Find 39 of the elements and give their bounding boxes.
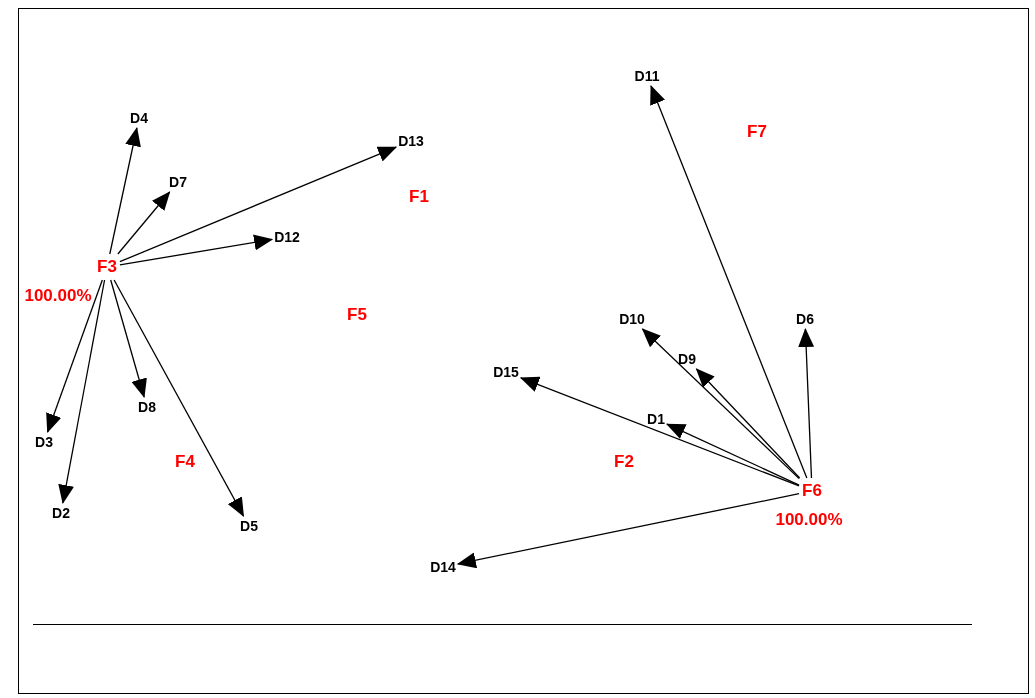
node-label: D11 xyxy=(634,68,660,84)
node-label: D3 xyxy=(35,434,53,450)
arrow xyxy=(641,328,800,480)
node-label: D14 xyxy=(430,559,456,575)
node-label: D15 xyxy=(493,364,519,380)
node-label: D2 xyxy=(52,505,70,521)
factor-label: F5 xyxy=(347,305,367,325)
node-label: D4 xyxy=(130,110,148,126)
node-label: F6 xyxy=(802,481,822,501)
arrow xyxy=(456,493,800,569)
node-label: D9 xyxy=(678,351,696,367)
arrow xyxy=(119,146,398,263)
factor-label: F2 xyxy=(614,452,634,472)
factor-label: F4 xyxy=(175,452,195,472)
node-label: D8 xyxy=(138,399,156,415)
arrow xyxy=(798,328,815,479)
factor-label: F1 xyxy=(409,187,429,207)
node-label: D13 xyxy=(398,133,424,149)
node-label: D12 xyxy=(274,229,300,245)
arrow xyxy=(695,368,801,479)
arrow xyxy=(666,423,800,486)
node-label: D7 xyxy=(169,174,187,190)
arrow xyxy=(650,85,808,479)
node-label: F3 xyxy=(97,257,117,277)
node-label: D6 xyxy=(796,311,814,327)
percentage-label: 100.00% xyxy=(24,286,92,306)
arrow xyxy=(109,127,141,255)
arrow xyxy=(113,279,245,517)
factor-label: F7 xyxy=(747,122,767,142)
arrow xyxy=(519,376,800,487)
arrow xyxy=(110,279,147,398)
arrow xyxy=(46,279,103,433)
arrow xyxy=(119,234,274,266)
node-label: D10 xyxy=(619,311,645,327)
arrow xyxy=(58,279,106,504)
node-label: D1 xyxy=(647,411,665,427)
node-label: D5 xyxy=(240,518,258,534)
percentage-label: 100.00% xyxy=(775,510,843,530)
arrow xyxy=(117,191,171,255)
